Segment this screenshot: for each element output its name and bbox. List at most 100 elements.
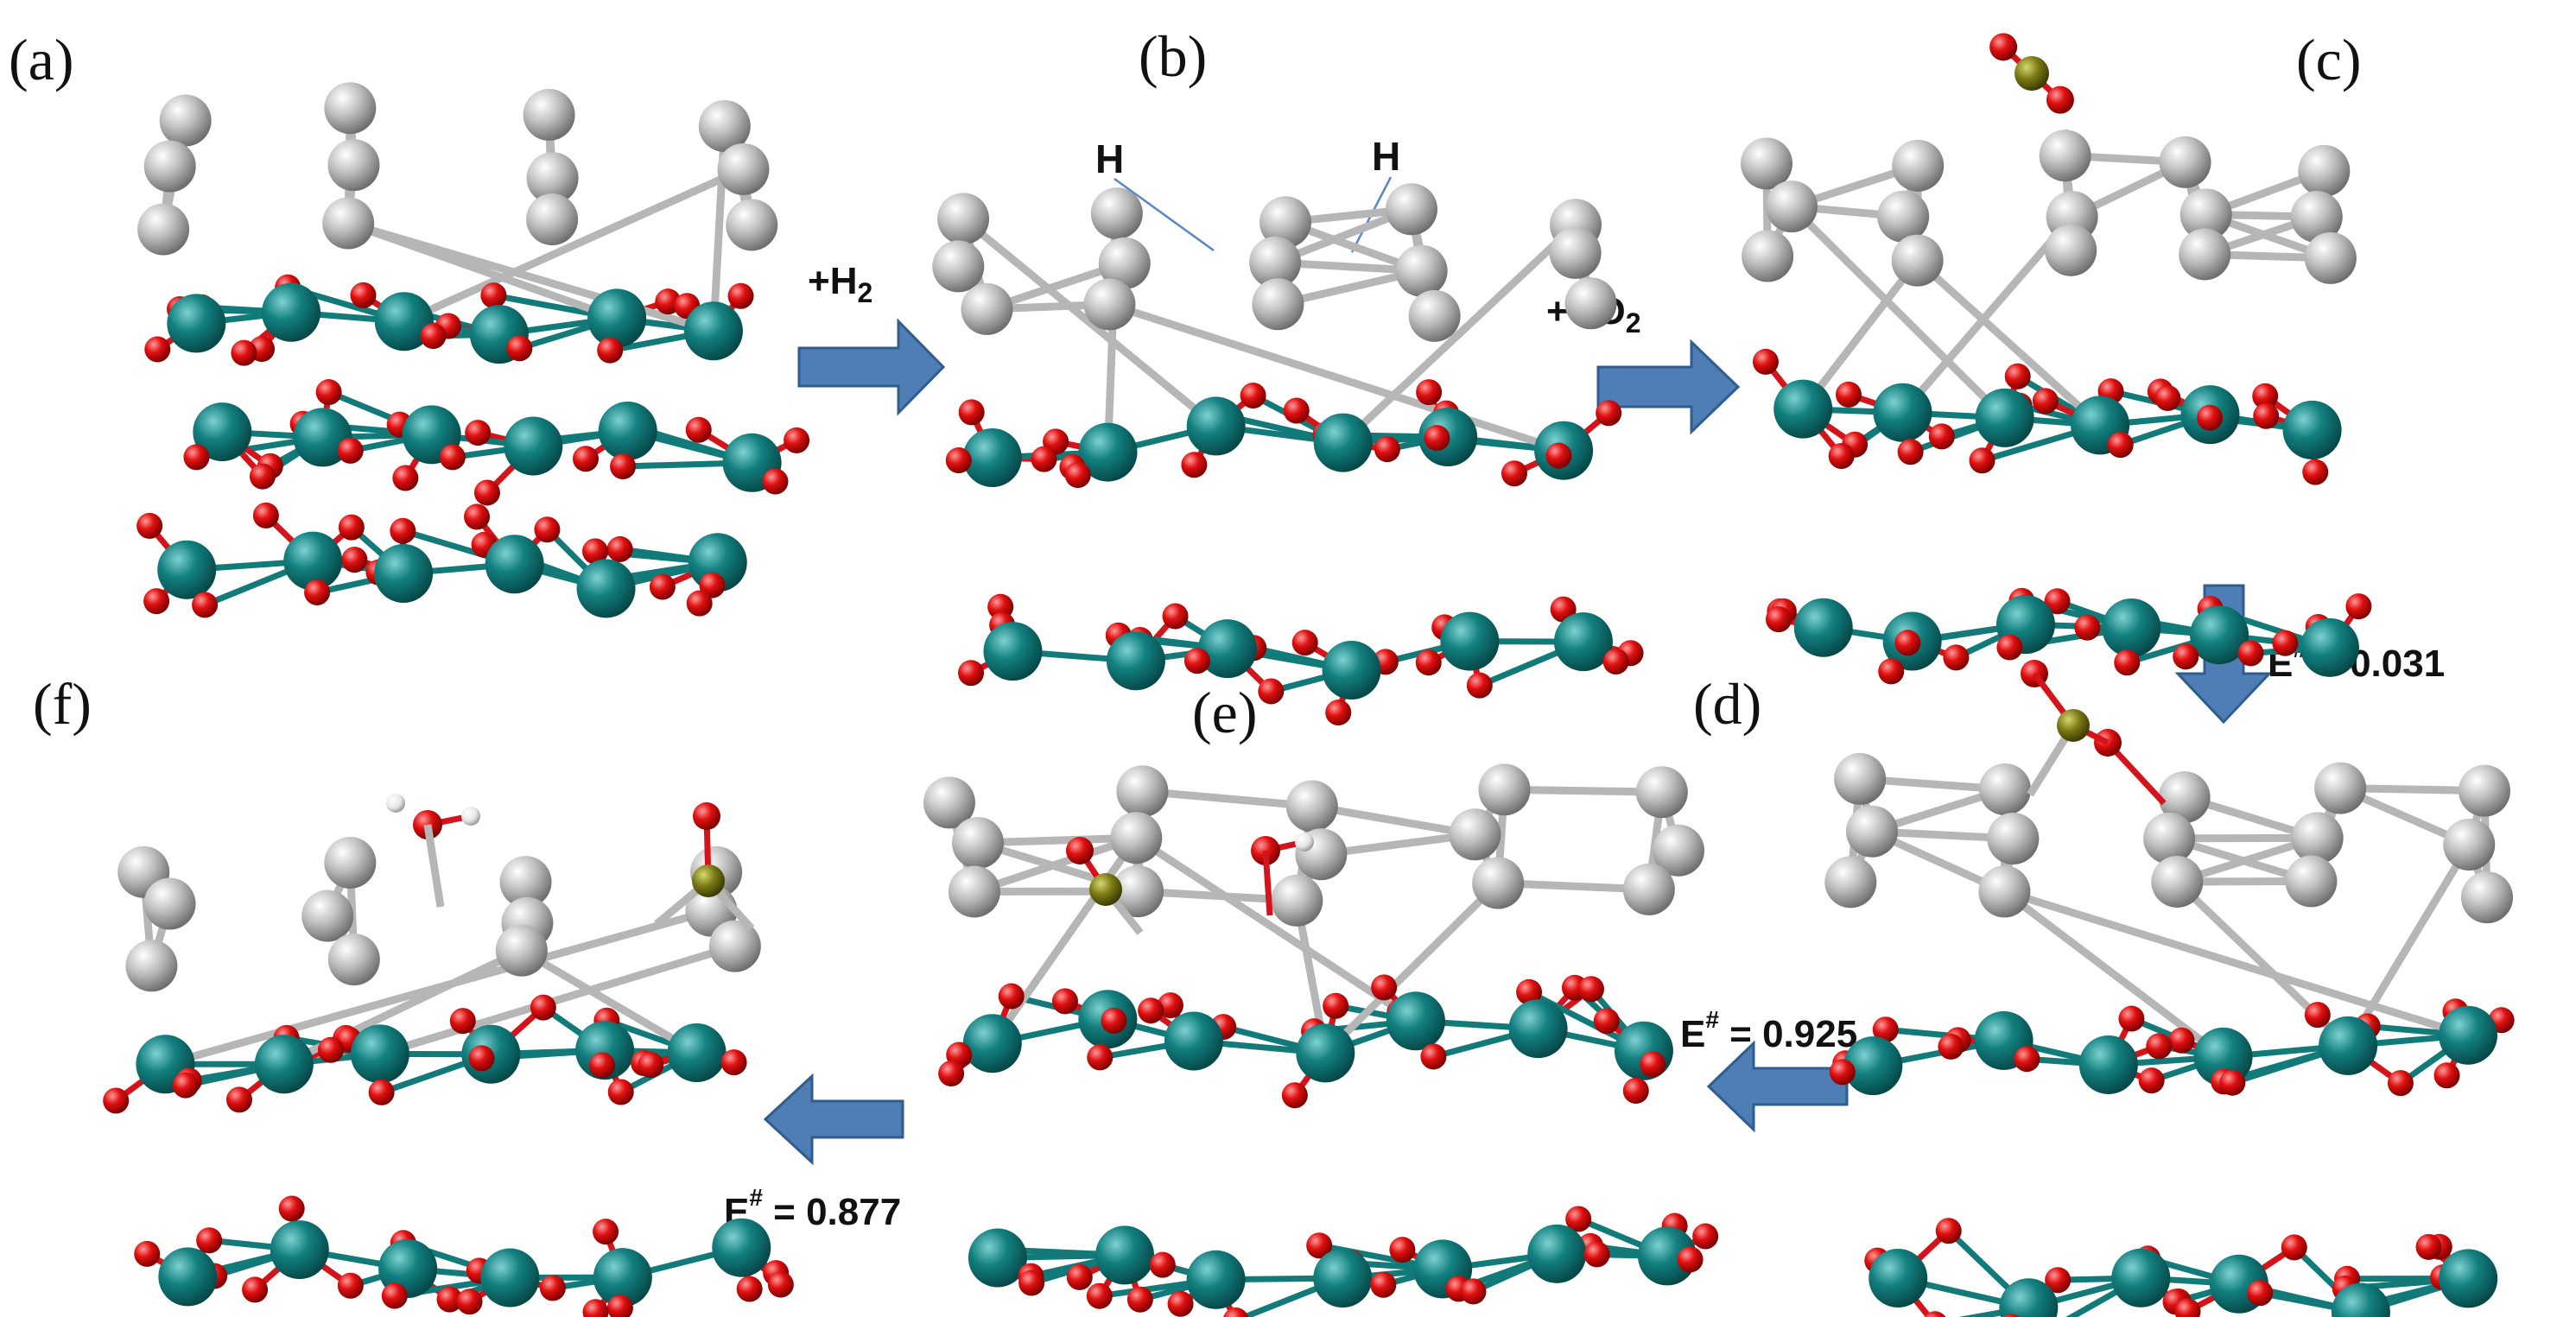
oxygen-atom [938,1061,965,1087]
oxygen-atom [581,538,608,565]
metal-atom [193,402,252,462]
panel-label-c: (c) [2296,27,2361,92]
oxygen-atom [649,573,676,600]
graphene-atom [1252,278,1304,331]
metal-atom [2439,1005,2498,1065]
hydrogen-label-right: H [1372,134,1400,179]
graphene-atom [526,152,579,205]
metal-atom [1999,1278,2059,1317]
oxygen-atom [252,502,279,529]
metal-atom [1869,1249,1928,1308]
panel-label-b: (b) [1139,23,1207,89]
oxygen-atom [2014,1046,2040,1073]
oxygen-atom [249,463,276,490]
graphene-atom [327,933,380,985]
oxygen-atom [1066,1263,1093,1290]
graphene-atom [322,197,375,250]
oxygen-atom [1935,1218,1962,1244]
graphene-atom [937,193,990,245]
reaction-arrow-d-to-e [1706,1040,1849,1133]
oxygen-atom [686,590,713,617]
metal-atom [262,282,321,342]
oxygen-atom [1602,648,1629,674]
metal-atom [712,1218,771,1277]
oxygen-atom [1066,837,1094,864]
graphene-atom [125,940,178,992]
oxygen-atom [1415,649,1442,676]
oxygen-atom [192,592,219,618]
graphene-atom [1564,277,1617,330]
metal-atom [667,1023,726,1083]
graphene-atom [1987,813,2040,865]
oxygen-atom [2415,1233,2442,1260]
oxygen-atom [465,420,492,446]
oxygen-atom [1969,447,1995,474]
oxygen-atom [1938,1033,1964,1060]
oxygen-atom [2252,383,2279,409]
oxygen-atom [225,1086,252,1113]
oxygen-atom [607,1079,634,1105]
graphene-atom [2291,812,2344,864]
metal-atom [2331,1282,2390,1317]
oxygen-atom [2044,588,2071,615]
graphene-atom [717,142,770,195]
reaction-arrow-a-to-b [797,318,946,416]
graphene-atom [499,856,552,909]
oxygen-atom [1258,678,1285,705]
oxygen-atom [1924,1311,1946,1317]
oxygen-atom [2302,459,2329,485]
metal-atom [254,1035,314,1094]
hydrogen-pointer-left [1114,177,1215,252]
step-label-h2: +H2 [808,260,872,308]
oxygen-atom [1149,1251,1176,1278]
oxygen-atom [593,1219,619,1245]
graphene-atom [324,82,377,135]
oxygen-atom [2154,384,2181,411]
metal-atom [1975,388,2034,447]
graphene-atom [2143,812,2196,864]
oxygen-atom [1692,1223,1719,1250]
panel-label-e: (e) [1192,680,1257,745]
oxygen-atom [1181,452,1208,478]
graphene-atom [708,920,761,972]
oxygen-atom [945,447,972,474]
oxygen-atom [1291,630,1318,656]
oxygen-atom [315,379,342,406]
oxygen-atom [1894,630,1921,656]
graphene-atom [1098,237,1151,289]
metal-atom [1313,413,1373,472]
oxygen-atom [1101,1007,1127,1034]
oxygen-atom [473,479,500,506]
oxygen-atom [2168,1027,2195,1054]
graphene-atom [2461,871,2514,924]
graphene-atom [1834,752,1887,805]
oxygen-atom [337,1272,364,1299]
metal-atom [1296,1023,1355,1083]
hydrogen-atom [1295,833,1314,852]
oxygen-atom [337,437,364,464]
metal-atom [1508,999,1568,1059]
graphene-atom [2045,224,2097,276]
graphene-atom [2159,136,2211,188]
oxygen-atom [368,1079,395,1105]
metal-atom [2190,605,2249,665]
oxygen-atom [1565,1206,1592,1232]
graphene-atom [1449,808,1501,861]
oxygen-atom [998,983,1025,1010]
graphene-atom [137,203,190,256]
oxygen-atom [1031,446,1057,472]
oxygen-atom [1051,988,1078,1015]
graphene-atom [327,139,380,192]
oxygen-atom [506,335,533,362]
oxygen-atom [317,1036,344,1063]
graphene-atom [2298,144,2351,197]
metal-atom [485,535,544,594]
oxygen-atom [381,1282,408,1309]
oxygen-atom [727,282,754,309]
reaction-arrow-e-to-f [763,1073,904,1166]
oxygen-atom [1374,436,1400,463]
oxygen-atom [436,1286,463,1313]
oxygen-atom [589,1052,616,1079]
metal-atom [1094,1225,1154,1285]
graphene-atom [1285,780,1338,833]
